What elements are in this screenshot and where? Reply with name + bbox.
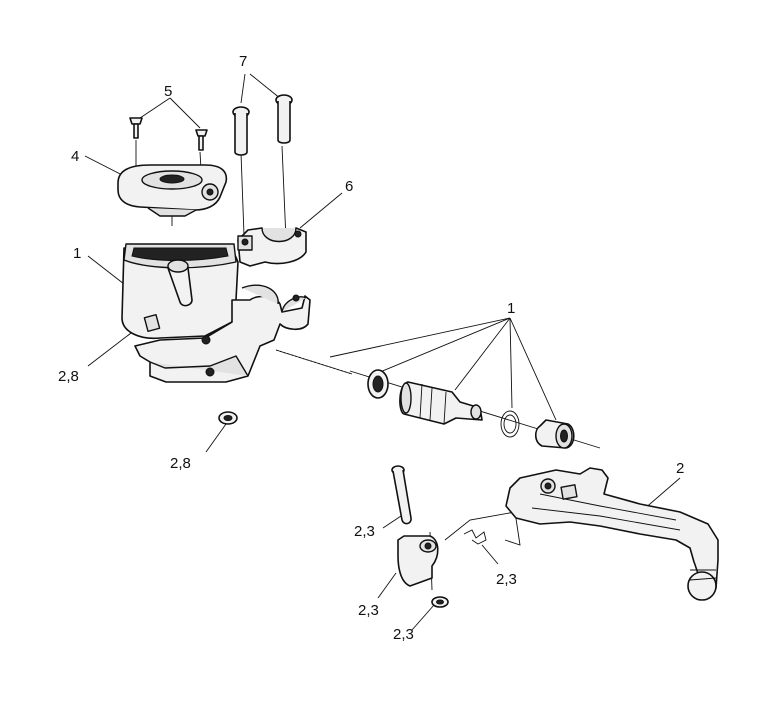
callout-2-8-a: 2,8 — [58, 368, 79, 385]
callout-2-3-c: 2,3 — [358, 602, 379, 619]
clamp-bolts — [232, 94, 293, 156]
callout-1-body: 1 — [73, 245, 81, 262]
piston-seal — [367, 369, 389, 399]
callout-1-top: 1 — [507, 300, 515, 317]
callout-4: 4 — [71, 148, 79, 165]
callout-2-8-b: 2,8 — [170, 455, 191, 472]
adjuster-pin — [391, 465, 412, 525]
reservoir-cover — [117, 164, 228, 226]
handlebar-clamp — [237, 227, 307, 267]
callout-labels: 1 2 4 5 6 7 1 2,8 2,8 2,3 2,3 2,3 2,3 — [58, 53, 684, 643]
return-spring — [275, 349, 353, 375]
callout-7: 7 — [239, 53, 247, 70]
circlip-adjuster — [431, 596, 449, 608]
o-ring — [500, 410, 520, 438]
master-cylinder-body — [121, 243, 311, 383]
callout-2-3-a: 2,3 — [354, 523, 375, 540]
piston — [399, 381, 483, 425]
callout-2: 2 — [676, 460, 684, 477]
adjuster-block — [397, 535, 439, 587]
callout-5: 5 — [164, 83, 172, 100]
callout-6: 6 — [345, 178, 353, 195]
adjuster-spring — [463, 529, 487, 545]
boot-cap — [534, 419, 575, 449]
callout-2-3-d: 2,3 — [393, 626, 414, 643]
circlip-lower — [218, 411, 238, 425]
pivot-pin-top — [167, 259, 193, 307]
cover-screws — [129, 117, 208, 151]
brake-lever — [505, 467, 719, 601]
callout-2-3-b: 2,3 — [496, 571, 517, 588]
